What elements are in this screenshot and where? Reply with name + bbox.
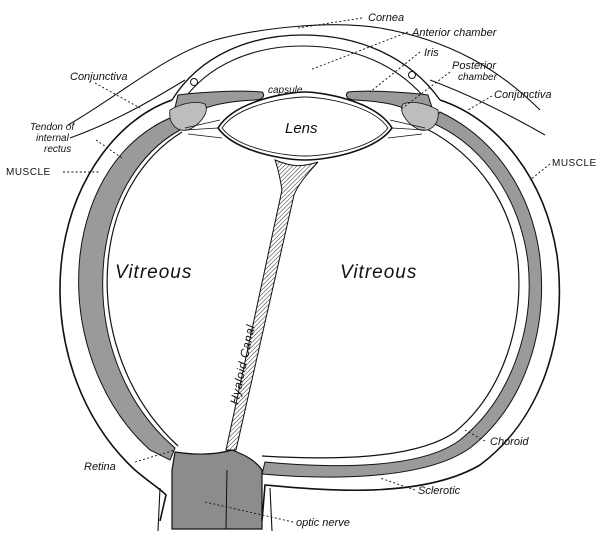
label-lens: Lens — [285, 120, 318, 137]
label-tendon-3: rectus — [44, 144, 71, 155]
label-tendon-2: internal — [36, 133, 70, 144]
cornea — [172, 35, 440, 100]
leader-conj-right — [468, 96, 492, 110]
leader-tendon — [96, 140, 122, 158]
choroid-band — [79, 118, 180, 460]
leader-anterior — [310, 32, 408, 70]
label-optic-nerve: optic nerve — [296, 517, 350, 529]
ciliary-right — [402, 102, 439, 130]
label-capsule: capsule — [268, 85, 303, 96]
leader-cornea — [298, 18, 362, 28]
label-vitreous-right: Vitreous — [340, 262, 417, 283]
label-anterior-chamber: Anterior chamber — [411, 27, 498, 39]
leader-muscle-right — [530, 164, 550, 180]
label-conjunctiva-left: Conjunctiva — [70, 71, 127, 83]
label-iris: Iris — [424, 47, 439, 59]
canal-left — [191, 79, 198, 86]
label-conjunctiva-right: Conjunctiva — [494, 89, 551, 101]
canal-right — [409, 72, 416, 79]
optic-nerve — [172, 450, 262, 529]
label-posterior-chamber-2: chamber — [458, 72, 498, 83]
label-vitreous-left: Vitreous — [115, 262, 192, 283]
label-muscle-left: MUSCLE — [6, 167, 51, 178]
label-cornea: Cornea — [368, 12, 404, 24]
label-tendon-1: Tendon of — [30, 122, 75, 133]
hyaloid-canal — [226, 160, 318, 450]
label-sclerotic: Sclerotic — [418, 485, 461, 497]
label-posterior-chamber-1: Posterior — [452, 60, 497, 72]
label-muscle-right: MUSCLE — [552, 158, 597, 169]
label-choroid: Choroid — [490, 436, 529, 448]
label-retina: Retina — [84, 461, 116, 473]
